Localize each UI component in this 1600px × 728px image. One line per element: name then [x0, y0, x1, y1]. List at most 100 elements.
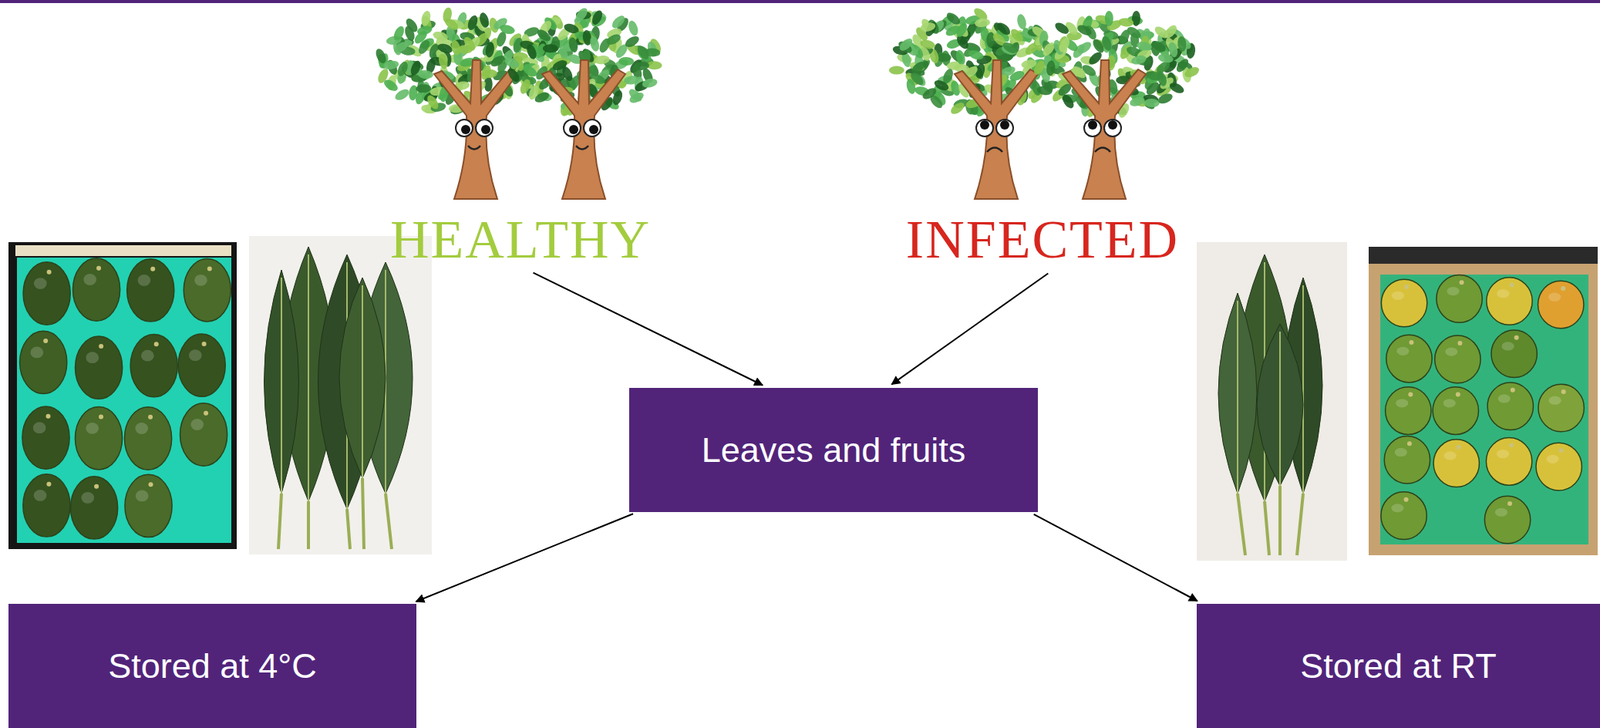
leaf [264, 269, 300, 494]
avocado-shine [194, 274, 208, 287]
avocado [72, 258, 120, 321]
tree-leaf [1104, 10, 1114, 27]
tree-leaf [948, 100, 967, 117]
tree-drawings [373, 6, 1201, 199]
tree-leaf [909, 59, 928, 75]
tree-leaf [1000, 40, 1019, 56]
avocado [1385, 387, 1432, 435]
avocado-shine [135, 490, 149, 502]
avocado-shine [80, 491, 95, 504]
tree-figure [889, 6, 1068, 199]
tree-leaf [644, 47, 661, 58]
avocado [1432, 387, 1479, 435]
tree-leaf [1152, 24, 1171, 41]
avocado [1484, 495, 1530, 544]
avocado-stem [94, 484, 99, 489]
avocado-shine [1444, 451, 1457, 460]
avocado-stem [148, 481, 154, 487]
tree-leaf [437, 53, 449, 71]
tree-trunk [954, 60, 1038, 199]
avocado-stem [1408, 392, 1413, 398]
tree-eye [475, 119, 493, 137]
tree-leaf [1100, 34, 1114, 52]
avocado [1485, 437, 1532, 486]
leaf-stem [346, 508, 351, 550]
tree-leaf [419, 10, 432, 27]
avocado-stem [1404, 497, 1409, 502]
tree-leaf [416, 37, 432, 56]
tree-leaf [395, 60, 410, 78]
avocado-shine [1548, 396, 1561, 405]
tree-leaf [1008, 26, 1026, 44]
leaf-stem [1296, 493, 1304, 556]
tree-leaf [1174, 57, 1191, 75]
avocado-stem [47, 269, 52, 275]
avocado-shine [1446, 286, 1459, 296]
avocado-shine [188, 349, 203, 361]
top-bar [0, 0, 1600, 4]
leaf-midrib [1279, 331, 1281, 486]
avocado-shine [190, 418, 204, 431]
tree-leaf [633, 60, 651, 71]
tree-leaf [954, 49, 967, 67]
leaf-stem [306, 501, 310, 550]
avocado-shine [30, 346, 44, 359]
avocado-stem [1459, 279, 1465, 285]
avocado [1538, 280, 1584, 329]
avocado [1434, 335, 1481, 384]
tree-leaf [626, 19, 640, 37]
tree-leaf [1053, 20, 1072, 37]
tree-leaf [1020, 58, 1038, 70]
avocado-shine [85, 422, 99, 435]
tree-eye [1104, 119, 1122, 137]
tree-leaf [954, 20, 971, 39]
tree-leaf [442, 16, 461, 33]
tree-eye [455, 119, 473, 137]
tree-leaf [597, 37, 613, 55]
arrow-connector [1034, 514, 1198, 601]
tree-leaf [415, 84, 432, 94]
tree-leaf [618, 57, 634, 66]
avocado [1381, 279, 1427, 327]
tree-leaf [1157, 52, 1175, 64]
avocado-shine [134, 422, 149, 435]
leaf [1256, 323, 1304, 486]
avocado-stem [1561, 389, 1567, 395]
tree-leaf [974, 17, 991, 28]
avocado-shine [1546, 454, 1560, 464]
avocado-stem [148, 414, 153, 420]
avocado-shine [33, 489, 48, 502]
tree-leaf [535, 26, 553, 44]
tree-leaf [505, 66, 522, 85]
tree-mouth [576, 145, 589, 150]
avocado [75, 336, 123, 399]
leaf-midrib [280, 277, 283, 494]
tree-eye [976, 119, 994, 137]
avocado-stem [1408, 340, 1414, 345]
tree-leaf [609, 13, 627, 31]
tree-leaf [424, 93, 441, 112]
box-label: Leaves and fruits [701, 429, 967, 472]
tree-caption: HEALTHY [390, 211, 651, 269]
avocado [124, 407, 172, 470]
tree-eye [1084, 119, 1102, 137]
avocado-stem [1507, 501, 1513, 506]
avocado [124, 474, 172, 537]
tree-leaf [391, 24, 407, 43]
tree-leaf [416, 23, 434, 37]
tree-leaf [525, 43, 539, 61]
avocado [74, 407, 122, 470]
tree-leaf [403, 24, 417, 43]
avocado [1538, 384, 1584, 432]
leaf [1218, 293, 1257, 494]
process-box: Leaves and fruits [629, 387, 1038, 512]
avocado-shine [1443, 398, 1456, 408]
avocado [23, 262, 71, 325]
avocado-shine [1391, 291, 1405, 300]
tree-leaf [484, 41, 496, 58]
avocado [1491, 330, 1537, 378]
tree-leaf [542, 43, 559, 53]
avocado-shine [1396, 346, 1409, 356]
avocado [1381, 491, 1427, 540]
tree-leaf [518, 77, 533, 96]
